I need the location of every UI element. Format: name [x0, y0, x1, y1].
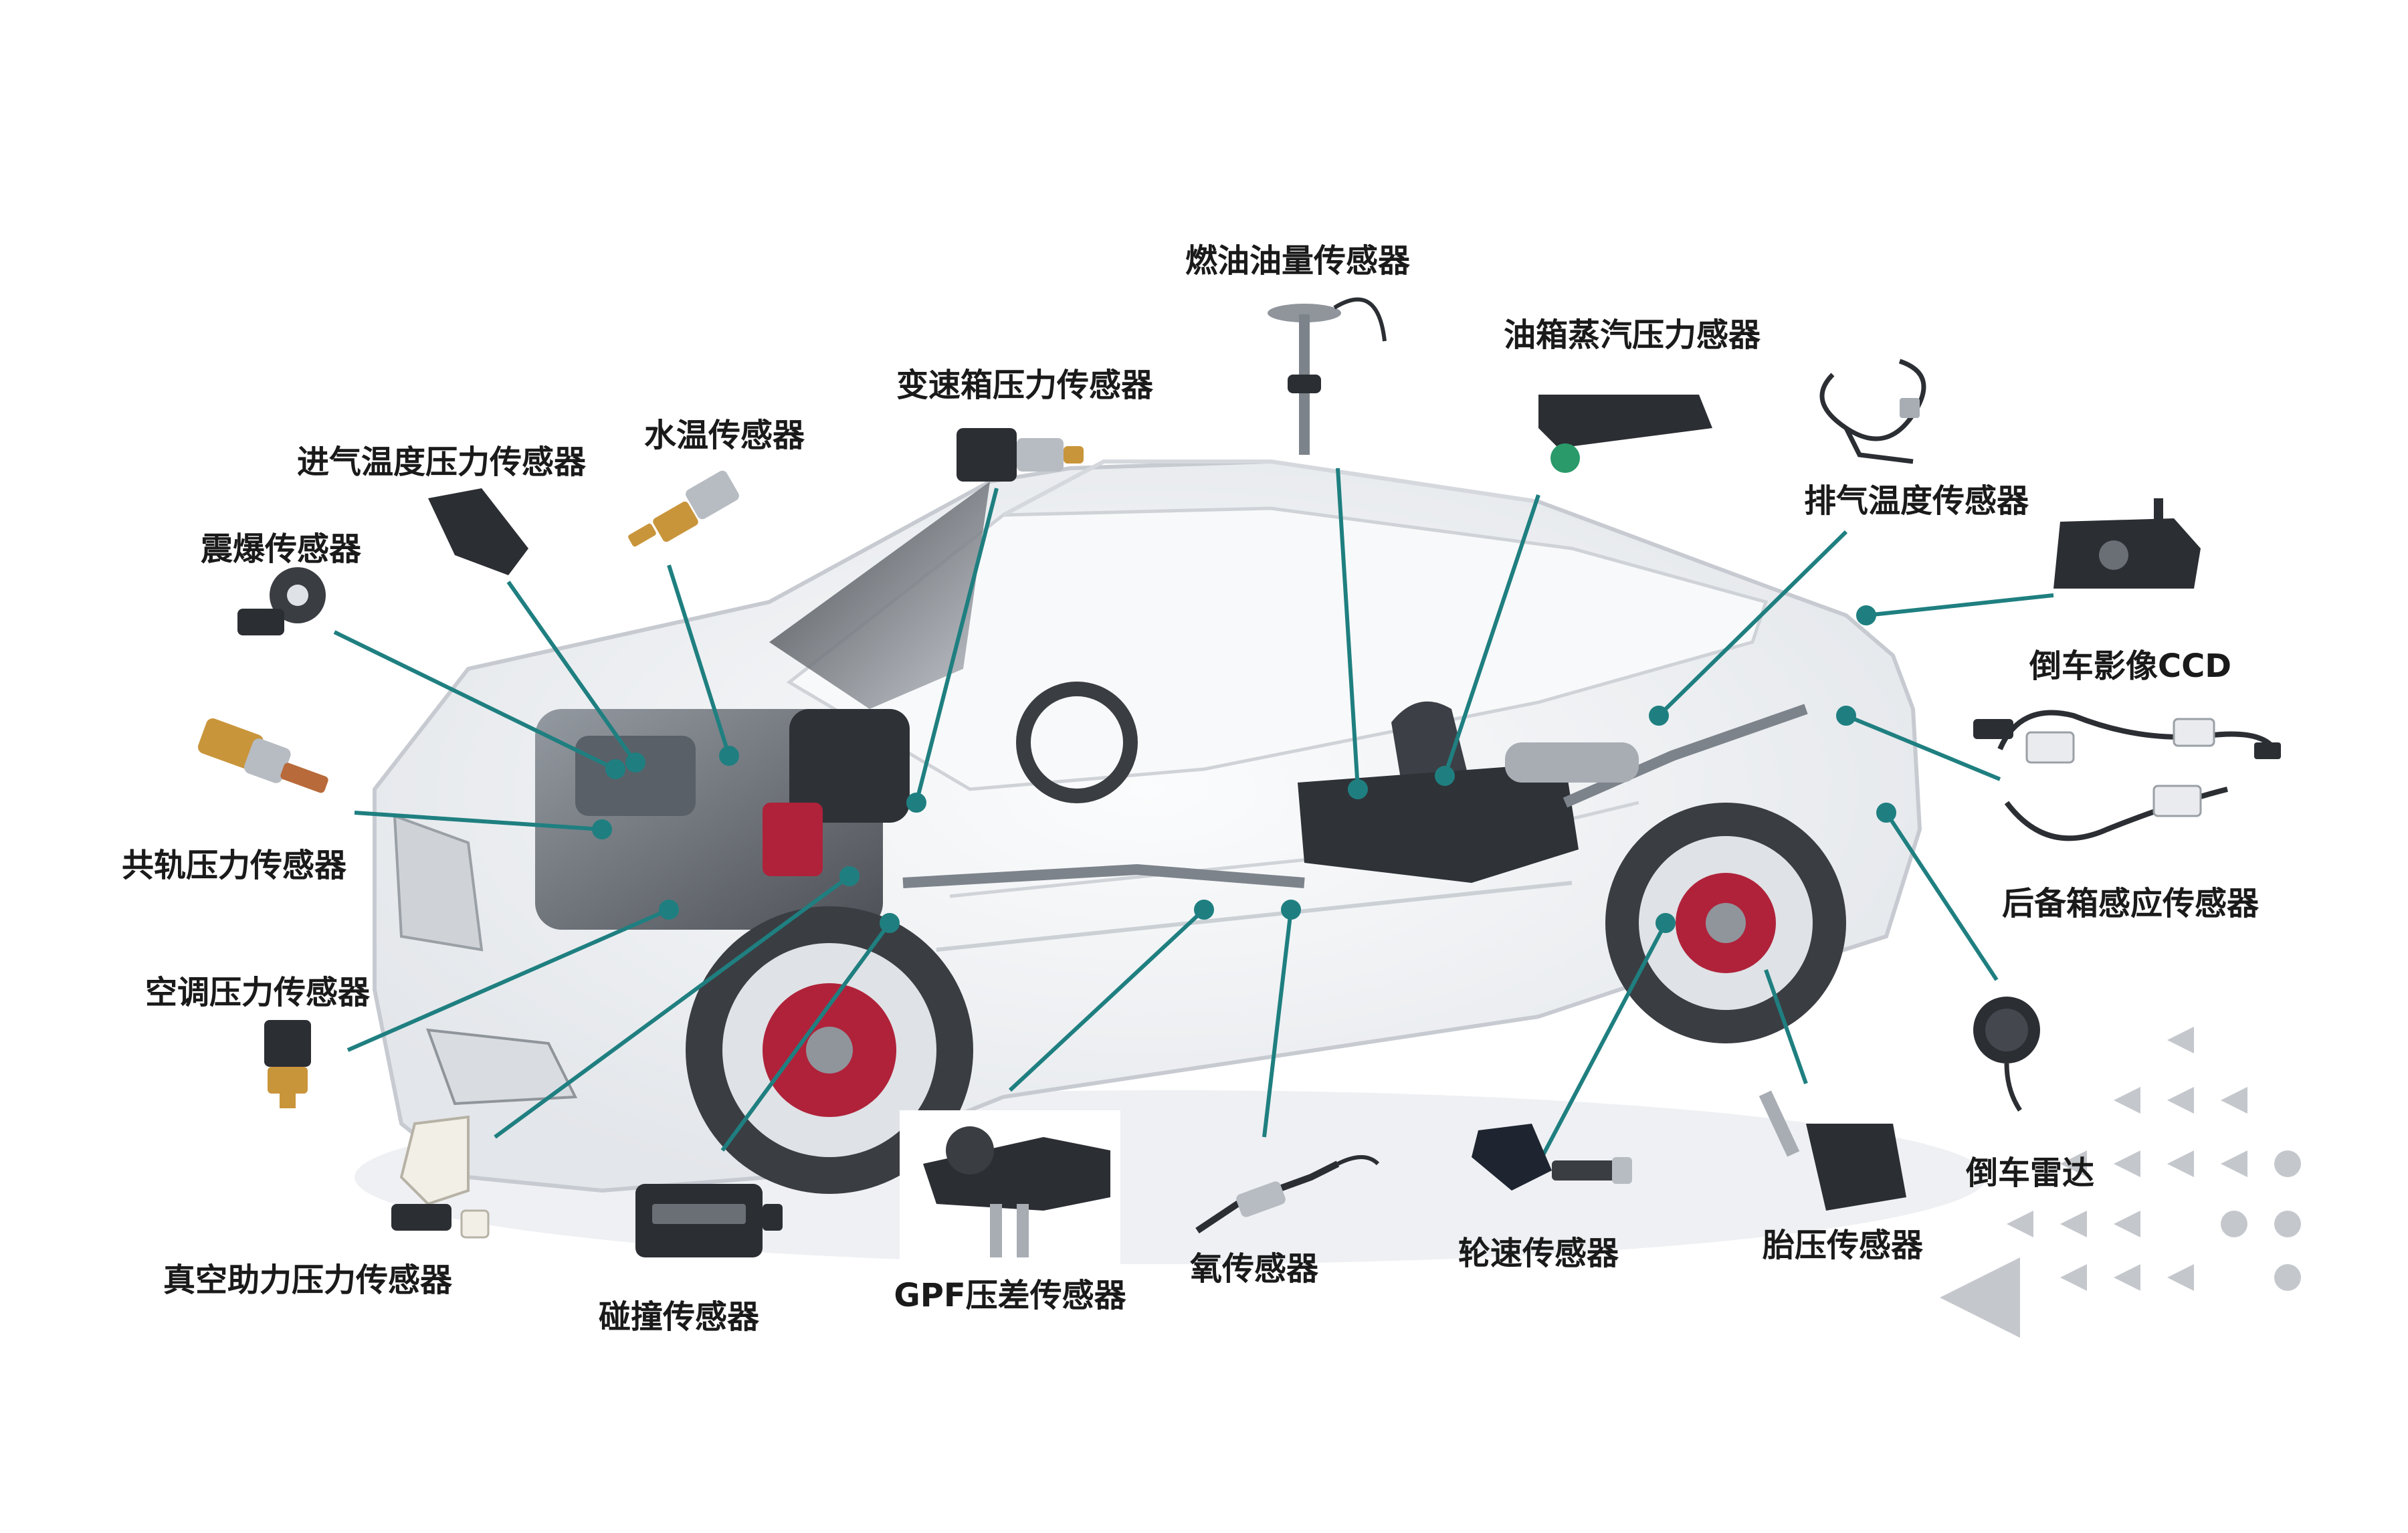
- label-intake-temp-pressure: 进气温度压力传感器: [296, 443, 587, 481]
- collision-sensor-icon: [635, 1184, 783, 1257]
- dot-common-rail: [592, 819, 612, 839]
- leader-lines: [333, 468, 2054, 1165]
- leader-gearbox: [914, 488, 999, 803]
- dot-intake: [625, 752, 645, 773]
- leader-exhaust-temp: [1657, 530, 1848, 718]
- common-rail-sensor-icon: [197, 718, 328, 793]
- label-reverse-camera: 倒车影像CCD: [2029, 647, 2232, 685]
- dot-knock: [605, 759, 625, 779]
- steering-wheel: [1016, 682, 1138, 803]
- label-knock: 震爆传感器: [200, 530, 362, 568]
- engine-intake: [575, 736, 696, 816]
- leader-collision: [720, 922, 892, 1152]
- reverse-radar-icon: [1973, 997, 2040, 1112]
- leader-evap: [1443, 494, 1540, 777]
- engine-red-part: [763, 803, 823, 876]
- label-trunk-sensor: 后备箱感应传感器: [2001, 885, 2260, 922]
- oxygen-sensor-icon: [1195, 1155, 1380, 1234]
- front-hub: [806, 1027, 853, 1074]
- leader-knock: [333, 630, 617, 771]
- dot-exhaust-temp: [1649, 706, 1669, 726]
- ac-sensor-icon: [264, 1020, 311, 1108]
- leader-ac: [346, 908, 670, 1052]
- knock-sensor-icon: [237, 567, 326, 635]
- label-collision: 碰撞传感器: [598, 1298, 760, 1336]
- muffler: [1505, 742, 1639, 783]
- fuel-tank: [1298, 762, 1579, 883]
- evap-sensor-icon: [1538, 395, 1712, 473]
- leader-wheel-speed: [1536, 922, 1668, 1165]
- leader-fuel-level: [1336, 468, 1360, 790]
- leader-gpf: [1008, 908, 1206, 1092]
- label-reverse-radar: 倒车雷达: [1965, 1154, 2095, 1192]
- label-tire-pressure: 胎压传感器: [1762, 1227, 1924, 1264]
- tire-pressure-sensor-icon: [1759, 1090, 1906, 1211]
- label-water-temp: 水温传感器: [643, 417, 805, 454]
- leader-radar: [1884, 811, 1999, 981]
- dot-evap: [1435, 766, 1455, 786]
- dot-oxygen: [1281, 900, 1301, 920]
- intake-sensor-icon: [428, 488, 528, 575]
- car-roof-line: [1002, 459, 1539, 517]
- label-evap-pressure: 油箱蒸汽压力感器: [1503, 316, 1761, 354]
- car-hood: [769, 482, 990, 709]
- dot-fuel-level: [1348, 779, 1368, 799]
- dot-collision: [880, 913, 900, 933]
- dot-radar: [1876, 803, 1896, 823]
- gpf-sensor-icon: [900, 1110, 1120, 1278]
- water-temp-sensor-icon: [628, 470, 739, 547]
- label-gearbox-pressure: 变速箱压力传感器: [896, 367, 1154, 404]
- dot-gpf: [1194, 900, 1214, 920]
- engine-cover: [789, 709, 910, 823]
- label-ac-pressure: 空调压力传感器: [144, 974, 371, 1011]
- leader-reverse-camera: [1866, 593, 2054, 617]
- vacuum-sensor-icon: [391, 1115, 490, 1239]
- exhaust-pipe: [902, 704, 1808, 888]
- exhaust-temp-sensor-icon: [1819, 359, 1926, 464]
- wheel-speed-sensor-icon: [1472, 1124, 1632, 1191]
- leader-intake: [506, 581, 637, 764]
- leader-trunk: [1845, 714, 2001, 781]
- car-front-grille: [393, 814, 484, 952]
- label-exhaust-temp: 排气温度传感器: [1803, 482, 2029, 520]
- car-rocker: [936, 881, 1573, 952]
- leader-oxygen: [1262, 909, 1293, 1138]
- dot-gearbox: [906, 793, 926, 813]
- dot-wheel-speed: [1656, 913, 1676, 933]
- trunk-sensor-icon: [1973, 710, 2281, 841]
- leader-water-temp: [667, 565, 731, 756]
- label-oxygen: 氧传感器: [1189, 1250, 1319, 1288]
- dot-trunk: [1836, 706, 1856, 726]
- label-fuel-level: 燃油油量传感器: [1185, 242, 1411, 280]
- rear-hub: [1706, 903, 1746, 943]
- dot-water-temp: [719, 746, 739, 766]
- decorative-pattern: [1940, 1027, 2301, 1338]
- dot-reverse-camera: [1856, 605, 1876, 625]
- leader-tire-pressure: [1764, 969, 1808, 1084]
- gearbox-sensor-icon: [957, 428, 1084, 482]
- label-gpf-diff: GPF压差传感器: [894, 1277, 1126, 1314]
- dot-ac: [659, 900, 679, 920]
- label-vacuum-boost: 真空助力压力传感器: [163, 1261, 453, 1299]
- fuel-level-sensor-icon: [1268, 297, 1387, 455]
- dot-vacuum: [839, 866, 860, 886]
- leader-vacuum: [494, 874, 851, 1139]
- car-headlight: [426, 1028, 578, 1106]
- reverse-camera-icon: [2053, 498, 2201, 589]
- label-wheel-speed: 轮速传感器: [1458, 1235, 1619, 1272]
- label-common-rail: 共轨压力传感器: [121, 847, 347, 884]
- leader-common-rail: [354, 811, 603, 831]
